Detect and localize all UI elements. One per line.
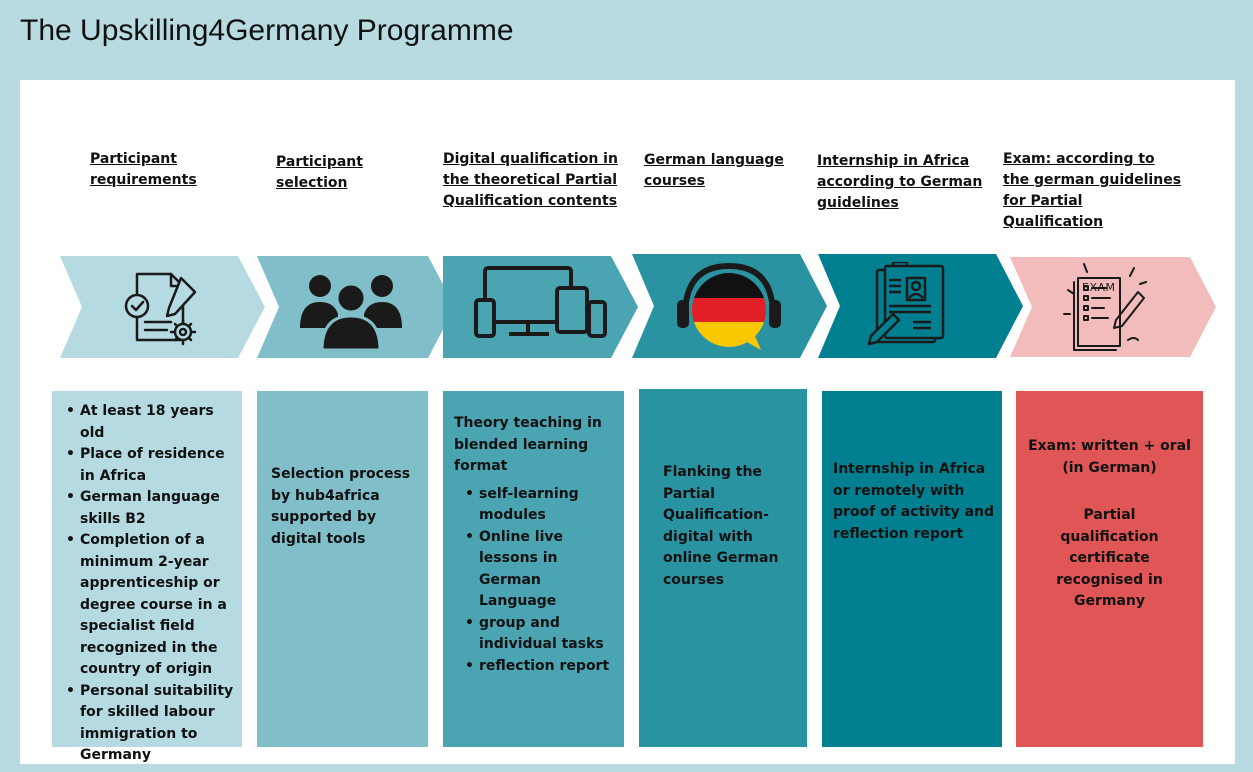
list-item: Place of residence in Africa bbox=[64, 444, 238, 487]
stage-box-4: Flanking the Partial Qualification-digit… bbox=[639, 389, 807, 747]
exam-text: Exam: written + oral (in German) bbox=[1028, 438, 1191, 476]
stage-box-6: Exam: written + oral (in German) Partial… bbox=[1016, 391, 1203, 747]
stage-box-2: Selection process by hub4africa supporte… bbox=[257, 391, 428, 747]
heading-exam: Exam: according to the german guidelines… bbox=[1003, 151, 1182, 230]
list-item: group and individual tasks bbox=[463, 613, 618, 656]
stage-box-3: Theory teaching in blended learning form… bbox=[443, 391, 624, 747]
list-item: self-learning modules bbox=[463, 484, 618, 527]
theory-list: self-learning modules Online live lesson… bbox=[454, 484, 618, 678]
requirements-list: At least 18 years old Place of residence… bbox=[64, 401, 238, 767]
group-people-icon bbox=[298, 272, 404, 356]
list-item: Personal suitability for skilled labour … bbox=[64, 681, 238, 767]
heading-digital-qualification: Digital qualification in the theoretical… bbox=[443, 151, 618, 209]
page-title: The Upskilling4Germany Programme bbox=[20, 14, 514, 47]
clipboard-profile-icon bbox=[863, 260, 947, 350]
heading-participant-requirements: Participant requirements bbox=[90, 151, 197, 188]
heading-participant-selection: Participant selection bbox=[276, 154, 363, 191]
internship-text: Internship in Africa or remotely with pr… bbox=[833, 461, 994, 542]
stage-box-5: Internship in Africa or remotely with pr… bbox=[822, 391, 1002, 747]
list-item: German language skills B2 bbox=[64, 487, 238, 530]
selection-text: Selection process by hub4africa supporte… bbox=[271, 466, 411, 547]
list-item: At least 18 years old bbox=[64, 401, 238, 444]
exam-checklist-icon bbox=[1054, 260, 1154, 360]
headphones-german-flag-icon bbox=[671, 258, 791, 358]
theory-intro-text: Theory teaching in blended learning form… bbox=[454, 415, 602, 474]
content-panel: Participant requirements Participant sel… bbox=[20, 80, 1235, 764]
list-item: reflection report bbox=[463, 656, 618, 678]
list-item: Completion of a minimum 2-year apprentic… bbox=[64, 530, 238, 681]
stage-arrow-6 bbox=[1010, 257, 1216, 357]
list-item: Online live lessons in German Language bbox=[463, 527, 618, 613]
exam-icon-label: EXAM bbox=[1082, 281, 1116, 294]
heading-german-language-courses: German language courses bbox=[644, 152, 784, 189]
stage-arrow-1 bbox=[60, 256, 265, 358]
devices-icon bbox=[473, 264, 609, 354]
stage-box-1: At least 18 years old Place of residence… bbox=[52, 391, 242, 763]
heading-internship: Internship in Africa according to German… bbox=[817, 153, 983, 211]
language-courses-text: Flanking the Partial Qualification-digit… bbox=[663, 464, 779, 588]
certificate-text: Partial qualification certificate recogn… bbox=[1056, 507, 1163, 609]
document-check-gear-icon bbox=[123, 268, 203, 352]
